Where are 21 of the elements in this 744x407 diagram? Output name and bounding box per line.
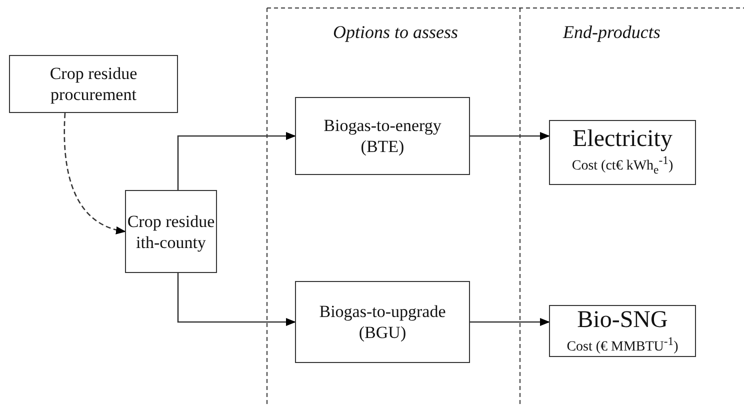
process-box <box>295 281 470 363</box>
cost-unit-text: Cost (ct€ kWh$_{e}$$^{-1}$) <box>572 153 674 179</box>
arrow <box>470 132 550 140</box>
arrow <box>177 273 296 326</box>
node-label: Electricity <box>572 126 672 152</box>
process-box <box>9 55 178 113</box>
column-heading: Options to assess <box>333 22 458 43</box>
column-heading: End-products <box>563 22 660 43</box>
output-box <box>549 305 696 357</box>
arrow <box>470 318 550 326</box>
arrow <box>177 132 296 190</box>
node-label: Biogas-to-energy (BTE) <box>322 115 442 157</box>
process-box <box>295 97 470 175</box>
node-label: Crop residue ith-county <box>126 210 216 252</box>
arrow <box>64 112 126 234</box>
cost-unit-text: Cost (€ MMBTU$^{-1}$) <box>566 334 678 356</box>
process-box <box>125 190 217 273</box>
node-label: Bio-SNG <box>577 306 668 333</box>
node-label: Crop residue procurement <box>48 63 138 105</box>
node-label: Biogas-to-upgrade (BGU) <box>318 301 447 343</box>
output-box <box>549 120 696 185</box>
